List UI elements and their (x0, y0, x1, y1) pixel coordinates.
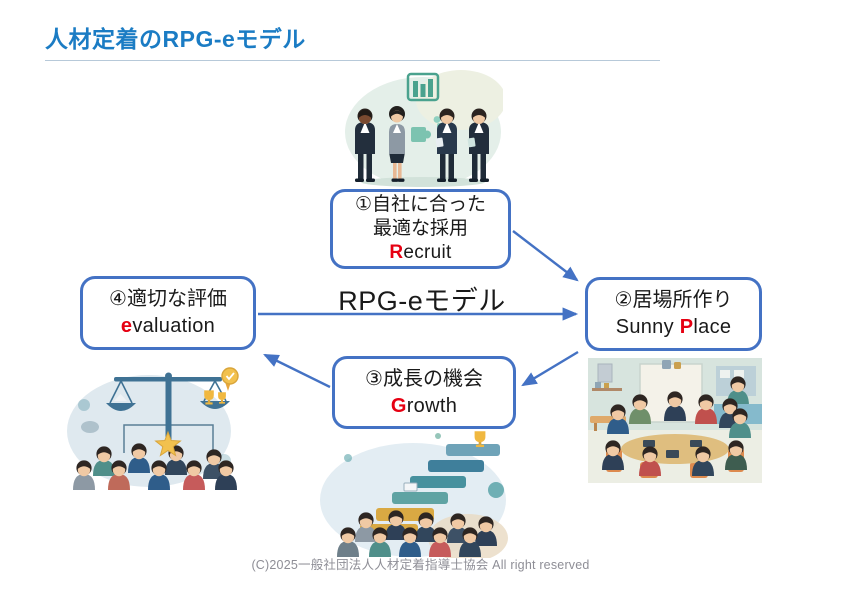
box-evaluation-jp-line1: ④適切な評価 (109, 288, 227, 311)
model-center-label: RPG-eモデル (338, 286, 506, 316)
arrow-growth-to-evaluation (263, 353, 331, 389)
box-sunny-en-red-letter: P (679, 316, 694, 338)
recruit-woman (389, 106, 405, 182)
round-table (621, 434, 729, 464)
box-recruit: ①自社に合った 最適な採用 Recruit (330, 189, 511, 269)
box-evaluation-en-red-letter: e (120, 315, 133, 337)
recruit-illustration (343, 70, 503, 190)
box-recruit-en: Recruit (389, 241, 451, 265)
box-evaluation-en-post: valuation (132, 315, 216, 337)
box-sunny-jp-line1: ②居場所作り (614, 289, 733, 312)
box-recruit-en-post: ecruit (403, 241, 452, 263)
building-icon (406, 72, 440, 102)
title-underline (45, 60, 660, 61)
sunny-place-illustration (588, 358, 762, 483)
growth-illustration (318, 428, 514, 558)
box-growth-en-red-letter: G (390, 394, 407, 417)
arrow-recruit-to-sunnyplace (512, 230, 579, 282)
evaluation-illustration (64, 363, 242, 490)
evaluation-illustration-svg (67, 367, 239, 490)
balance-scale-icon (106, 372, 230, 451)
box-evaluation: ④適切な評価 evaluation (80, 276, 256, 350)
box-growth: ③成長の機会 Growth (332, 356, 516, 429)
box-recruit-en-red-letter: R (389, 241, 404, 263)
medal-icon (221, 367, 239, 391)
recruit-people (355, 106, 489, 182)
box-recruit-jp-line2: 最適な採用 (372, 218, 468, 240)
box-sunny-place: ②居場所作り Sunny Place (585, 277, 762, 351)
growth-illustration-svg (320, 431, 508, 558)
box-recruit-jp-line1: ①自社に合った (354, 194, 487, 216)
box-evaluation-en: evaluation (121, 313, 215, 340)
box-growth-en-post: rowth (406, 394, 458, 417)
arrow-sunnyplace-to-growth (521, 350, 579, 387)
sunny-place-illustration-svg (588, 358, 762, 483)
box-sunny-en: Sunny Place (616, 314, 732, 341)
box-sunny-en-post: lace (693, 316, 732, 338)
box-growth-en: Growth (391, 393, 457, 420)
page-title: 人材定着のRPG-eモデル (45, 26, 306, 52)
laptop-doodle (403, 482, 418, 492)
box-sunny-en-pre: Sunny (615, 316, 680, 338)
recruit-illustration-svg (345, 70, 503, 187)
box-growth-jp-line1: ③成長の機会 (365, 367, 483, 390)
copyright-footer: (C)2025一般社団法人人材定着指導士協会 All right reserve… (251, 558, 590, 572)
